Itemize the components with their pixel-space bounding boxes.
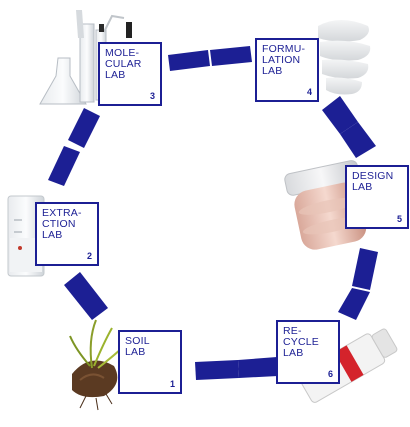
lab-box-extraction: EXTRA- CTION LAB 2 bbox=[35, 202, 99, 266]
lab-label: RE- CYCLE LAB bbox=[283, 325, 320, 359]
lab-box-formulation: FORMU- LATION LAB 4 bbox=[255, 38, 319, 102]
lab-label: MOLE- CULAR LAB bbox=[105, 47, 142, 81]
lab-label: DESIGN LAB bbox=[352, 170, 394, 193]
cycle-connectors bbox=[48, 46, 378, 380]
connector-segment bbox=[322, 96, 358, 134]
lab-number: 6 bbox=[327, 369, 333, 379]
connector-segment bbox=[168, 50, 210, 71]
lab-number: 1 bbox=[169, 379, 175, 389]
connector-segment bbox=[195, 360, 239, 380]
connector-segment bbox=[210, 46, 252, 66]
lab-number: 2 bbox=[86, 251, 92, 261]
connector-segment bbox=[64, 272, 108, 320]
lab-label: SOIL LAB bbox=[125, 335, 150, 358]
lab-label: EXTRA- CTION LAB bbox=[42, 207, 82, 241]
connector-segment bbox=[340, 122, 376, 158]
lab-number: 5 bbox=[396, 214, 402, 224]
lab-box-soil: SOIL LAB 1 bbox=[118, 330, 182, 394]
connector-segment bbox=[68, 108, 100, 148]
connector-segment bbox=[48, 146, 80, 186]
lab-number: 3 bbox=[149, 91, 155, 101]
connector-segment bbox=[352, 248, 378, 290]
connector-segment bbox=[338, 288, 370, 320]
lab-box-recycle: RE- CYCLE LAB 6 bbox=[276, 320, 340, 384]
cream-swatch-icon bbox=[318, 20, 371, 95]
lab-label: FORMU- LATION LAB bbox=[262, 43, 306, 77]
connector-segment bbox=[238, 357, 278, 378]
lab-box-molecular: MOLE- CULAR LAB 3 bbox=[98, 42, 162, 106]
lab-number: 4 bbox=[306, 87, 312, 97]
lab-box-design: DESIGN LAB 5 bbox=[345, 165, 409, 229]
plant-with-soil-icon bbox=[69, 319, 125, 411]
